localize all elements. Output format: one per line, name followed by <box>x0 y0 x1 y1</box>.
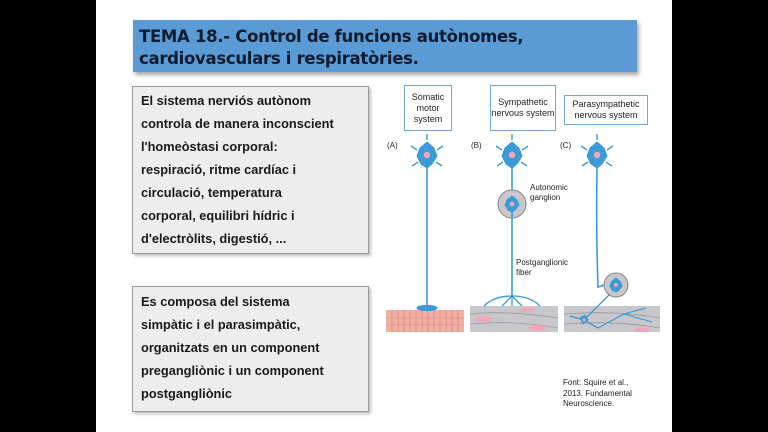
sympathetic-neuron <box>483 134 541 307</box>
composition-line: organitzats en un component <box>141 340 320 355</box>
description-line: d'electròlits, digestió, ... <box>141 231 287 246</box>
sympathetic-label: Sympathetic nervous system <box>490 85 556 131</box>
composition-line: pregangliònic i un component <box>141 363 324 378</box>
parasympathetic-label: Parasympathetic nervous system <box>564 95 648 125</box>
ganglion-label: Autonomic ganglion <box>530 183 568 202</box>
composition-box: Es composa del sistema simpàtic i el par… <box>132 286 369 412</box>
description-line: respiració, ritme cardíac i <box>141 162 297 177</box>
slide-title: TEMA 18.- Control de funcions autònomes,… <box>139 27 524 68</box>
source-citation: Font: Squire et al., 2013. Fundamental N… <box>563 378 673 410</box>
source-line: Neuroscience. <box>563 399 615 408</box>
description-line: l'homeòstasi corporal: <box>141 139 278 154</box>
parasympathetic-neuron <box>569 134 653 329</box>
description-line: corporal, equilibri hídric i <box>141 208 295 223</box>
panel-letter-b: (B) <box>471 141 482 150</box>
composition-line: simpàtic i el parasimpàtic, <box>141 317 301 332</box>
composition-line: Es composa del sistema <box>141 294 290 309</box>
source-line: 2013. Fundamental <box>563 388 632 398</box>
smooth-muscle-sympathetic <box>469 306 559 332</box>
diagram-figure <box>386 134 661 332</box>
description-line: El sistema nerviós autònom <box>141 93 311 108</box>
description-line: circulació, temperatura <box>141 185 282 200</box>
source-line: Font: Squire et al., <box>563 378 629 387</box>
composition-line: postgangliònic <box>141 386 232 401</box>
slide: TEMA 18.- Control de funcions autònomes,… <box>96 0 672 432</box>
nervous-system-diagram: Somatic motor system Sympathetic nervous… <box>384 82 664 332</box>
somatic-label: Somatic motor system <box>404 85 452 131</box>
somatic-neuron <box>410 134 444 312</box>
panel-letter-a: (A) <box>387 141 398 150</box>
panel-letter-c: (C) <box>560 141 572 150</box>
striated-muscle <box>386 310 464 332</box>
fiber-label: Postganglionic fiber <box>516 258 569 277</box>
description-box: El sistema nerviós autònom controla de m… <box>132 86 369 254</box>
title-bar: TEMA 18.- Control de funcions autònomes,… <box>133 20 637 72</box>
description-line: controla de manera inconscient <box>141 116 334 131</box>
